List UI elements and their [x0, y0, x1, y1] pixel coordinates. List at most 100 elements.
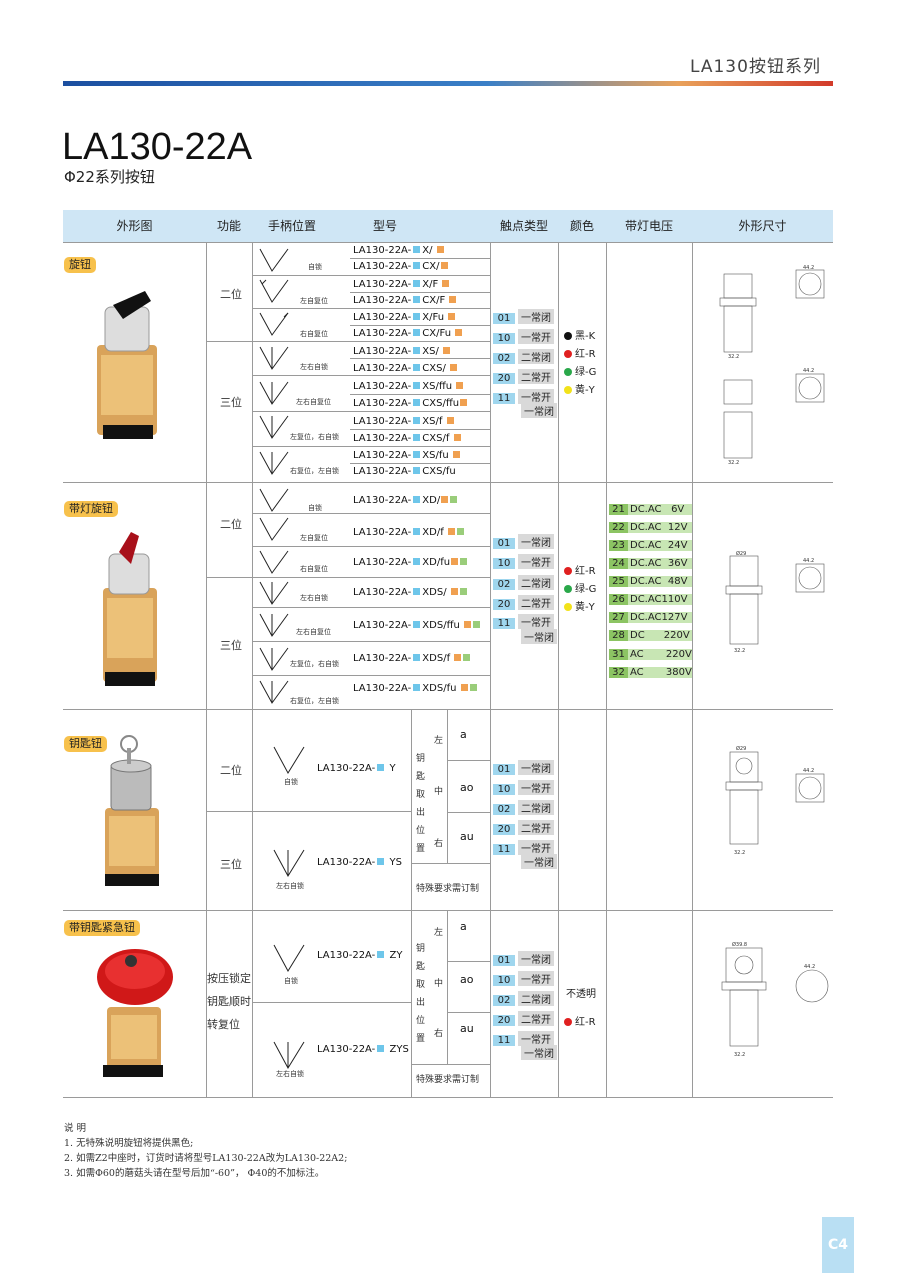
notes-title: 说 明 — [64, 1123, 87, 1134]
handle-three-pos-icon — [259, 581, 289, 605]
grid-line — [447, 961, 490, 962]
handle-left-return-icon — [259, 517, 289, 541]
key-position-right: 右 — [434, 1029, 444, 1039]
model-number: LA130-22A- Y — [317, 763, 396, 774]
color-option: 黄-Y — [564, 381, 595, 396]
handle-label: 左右自锁 — [276, 882, 304, 890]
note-item: 1. 无特殊说明旋钮将提供黑色; — [64, 1138, 194, 1149]
grid-line — [350, 463, 490, 464]
grid-line — [350, 292, 490, 293]
grid-line — [63, 910, 833, 911]
page-title: LA130-22A — [62, 126, 253, 168]
handle-three-pos-return-icon — [259, 381, 289, 405]
function-label: 二位 — [220, 764, 242, 777]
grid-line — [252, 675, 490, 676]
handle-label: 自锁 — [308, 263, 322, 271]
color-option: 绿-G — [564, 363, 596, 378]
svg-text:32.2: 32.2 — [728, 354, 739, 360]
function-label: 三位 — [220, 858, 242, 871]
color-option: 不透明 — [566, 989, 596, 1000]
grid-line — [206, 341, 490, 342]
table-header — [63, 210, 833, 242]
grid-line — [411, 1064, 490, 1065]
handle-label: 左右自锁 — [300, 363, 328, 371]
key-value: au — [460, 1022, 474, 1035]
grid-line — [252, 275, 490, 276]
handle-label: 左右自复位 — [296, 628, 331, 636]
header-rule — [63, 81, 833, 86]
svg-text:44.2: 44.2 — [804, 964, 815, 970]
model-number: LA130-22A-CX/Fu — [353, 328, 463, 339]
grid-line — [411, 910, 412, 1097]
handle-label: 左自复位 — [300, 534, 328, 542]
handle-two-pos-icon — [273, 746, 305, 775]
svg-text:44.2: 44.2 — [803, 558, 814, 564]
grid-line — [490, 242, 491, 1097]
key-removal-label: 钥匙取出位置 — [416, 944, 426, 1044]
model-number: LA130-22A-XD/fu — [353, 557, 468, 568]
note-item: 2. 如需Z2中座时，订货时请将型号LA130-22A改为LA130-22A2; — [64, 1153, 348, 1164]
model-number: LA130-22A-X/F — [353, 279, 450, 290]
model-number: LA130-22A-CX/F — [353, 295, 457, 306]
grid-line — [350, 358, 490, 359]
handle-three-pos-return-icon — [259, 613, 289, 637]
grid-line — [206, 577, 490, 578]
model-number: LA130-22A-XDS/fu — [353, 683, 478, 694]
contact-type: 一常闭 — [518, 403, 557, 418]
category-tag-lit-knob: 带灯旋钮 — [64, 501, 118, 517]
key-value: au — [460, 830, 474, 843]
function-label: 二位 — [220, 518, 242, 531]
handle-left-return-icon — [259, 279, 289, 303]
grid-line — [252, 1002, 411, 1003]
grid-line — [252, 641, 490, 642]
color-option: 黑-K — [564, 327, 595, 342]
grid-line — [350, 325, 490, 326]
handle-label: 左复位，右自锁 — [290, 660, 339, 668]
special-order-note: 特殊要求需订制 — [416, 884, 480, 894]
grid-line — [447, 760, 490, 761]
svg-text:32.2: 32.2 — [728, 460, 739, 466]
color-option: 红-R — [564, 562, 596, 577]
key-position-left: 左 — [434, 736, 444, 746]
grid-line — [206, 811, 411, 812]
grid-line — [252, 446, 490, 447]
grid-line — [63, 482, 833, 483]
grid-line — [350, 258, 490, 259]
model-number: LA130-22A-X/Fu — [353, 312, 456, 323]
key-button-photo — [105, 735, 159, 886]
key-position-middle: 中 — [434, 787, 444, 797]
grid-line — [206, 242, 207, 1097]
category-tag-key: 钥匙钮 — [64, 736, 107, 752]
svg-text:32.2: 32.2 — [734, 850, 745, 856]
col-header-handle: 手柄位置 — [267, 219, 316, 233]
col-header-color: 颜色 — [569, 219, 594, 233]
model-number: LA130-22A-XD/ — [353, 495, 458, 506]
handle-three-pos-icon — [259, 415, 289, 439]
note-item: 3. 如需Φ60的蘑菇头请在型号后加“-60”， Φ40的不加标注。 — [64, 1168, 325, 1179]
handle-label: 右自复位 — [300, 565, 328, 573]
special-order-note: 特殊要求需订制 — [416, 1075, 480, 1085]
page-subtitle: Φ22系列按钮 — [64, 168, 155, 186]
model-number: LA130-22A-XD/f — [353, 527, 465, 538]
grid-line — [252, 242, 253, 1097]
handle-two-pos-icon — [273, 944, 305, 973]
model-number: LA130-22A-CXS/ — [353, 363, 458, 374]
handle-three-pos-icon — [259, 680, 289, 704]
